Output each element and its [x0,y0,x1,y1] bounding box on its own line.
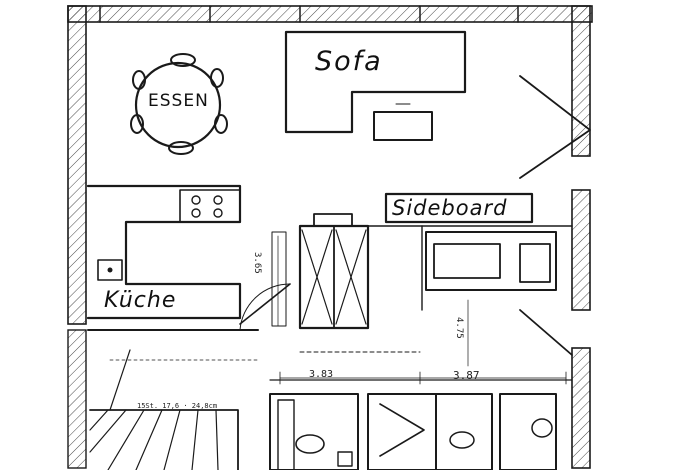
dimension-lines [277,235,567,385]
kitchen-counter [86,184,242,320]
kitchen-door [239,283,291,331]
kitchen-label: Küche [104,288,177,313]
dining-table [130,53,228,155]
window-marks [99,5,519,23]
stair-dimension: 15St. 17,6 · 24,8cm [137,402,218,410]
sideboard [384,192,534,224]
dimension-width-left: 3.83 [309,369,334,380]
sofa [284,30,467,141]
dining-label: ESSEN [148,91,209,111]
staircase [89,349,239,471]
media-unit [425,231,557,291]
outer-walls [67,5,593,469]
cabinet-shaft [271,213,370,330]
window-bay [519,75,591,356]
dimension-width-right: 3.87 [453,369,480,382]
dimension-vertical-right: 4.75 [454,317,464,339]
dimension-vertical-left: 3.65 [252,252,262,274]
bathrooms [269,393,557,471]
sofa-label: Sofa [315,46,383,77]
interior-walls [87,225,573,381]
sideboard-label: Sideboard [392,196,508,220]
